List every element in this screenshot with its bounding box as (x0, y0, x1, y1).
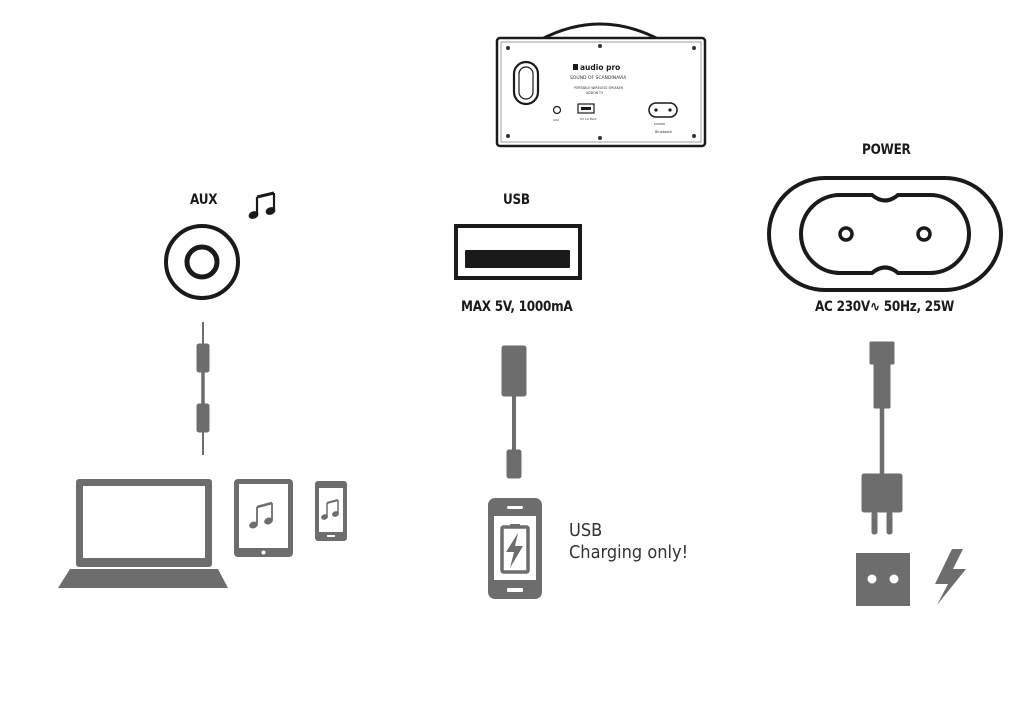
charging-bolt-icon (506, 533, 523, 568)
smartphone-icon (315, 481, 347, 541)
usb-section (454, 224, 582, 599)
panel-power-socket (648, 102, 678, 118)
model-line-2: ADDON T3 (586, 91, 603, 95)
lightning-bolt-icon (935, 549, 966, 605)
panel-aux-label: AUX (553, 118, 559, 122)
power-spec: AC 230V∿ 50Hz, 25W (815, 299, 955, 315)
speaker-body (495, 36, 707, 148)
panel-bluetooth-label: Bluetooth (655, 130, 672, 134)
aux-cable-icon (196, 322, 210, 455)
panel-usb-label: 5V 1A MAX (580, 117, 597, 121)
panel-power-label: POWER (654, 122, 665, 126)
music-note-icon (248, 191, 276, 219)
brand-tagline: SOUND OF SCANDINAVIA (570, 75, 627, 81)
power-title: POWER (862, 142, 911, 158)
panel-aux-jack (552, 105, 562, 115)
usb-note-line-2: Charging only! (569, 542, 689, 563)
power-cable-icon (861, 341, 903, 535)
brand-logo-mark (573, 64, 578, 70)
aux-title: AUX (190, 192, 218, 208)
speaker-handle (539, 22, 661, 42)
bass-port (512, 60, 540, 106)
speaker-back-panel: audio pro SOUND OF SCANDINAVIA PORTABLE … (495, 22, 707, 148)
laptop-icon (58, 479, 228, 588)
aux-section (58, 191, 347, 588)
power-socket-outline (767, 176, 1003, 292)
phone-charging-icon (488, 498, 542, 599)
usb-note-line-1: USB (569, 520, 603, 541)
usb-title: USB (503, 192, 530, 208)
tablet-icon (234, 479, 293, 557)
brand-logo-text: audio pro (580, 63, 620, 72)
wall-outlet-icon (856, 553, 910, 606)
usb-cable-icon (501, 345, 527, 479)
usb-spec: MAX 5V, 1000mA (461, 299, 573, 315)
power-section (767, 176, 1003, 606)
power-socket-icon (799, 193, 971, 275)
model-line-1: PORTABLE WIRELESS SPEAKER (574, 86, 624, 90)
